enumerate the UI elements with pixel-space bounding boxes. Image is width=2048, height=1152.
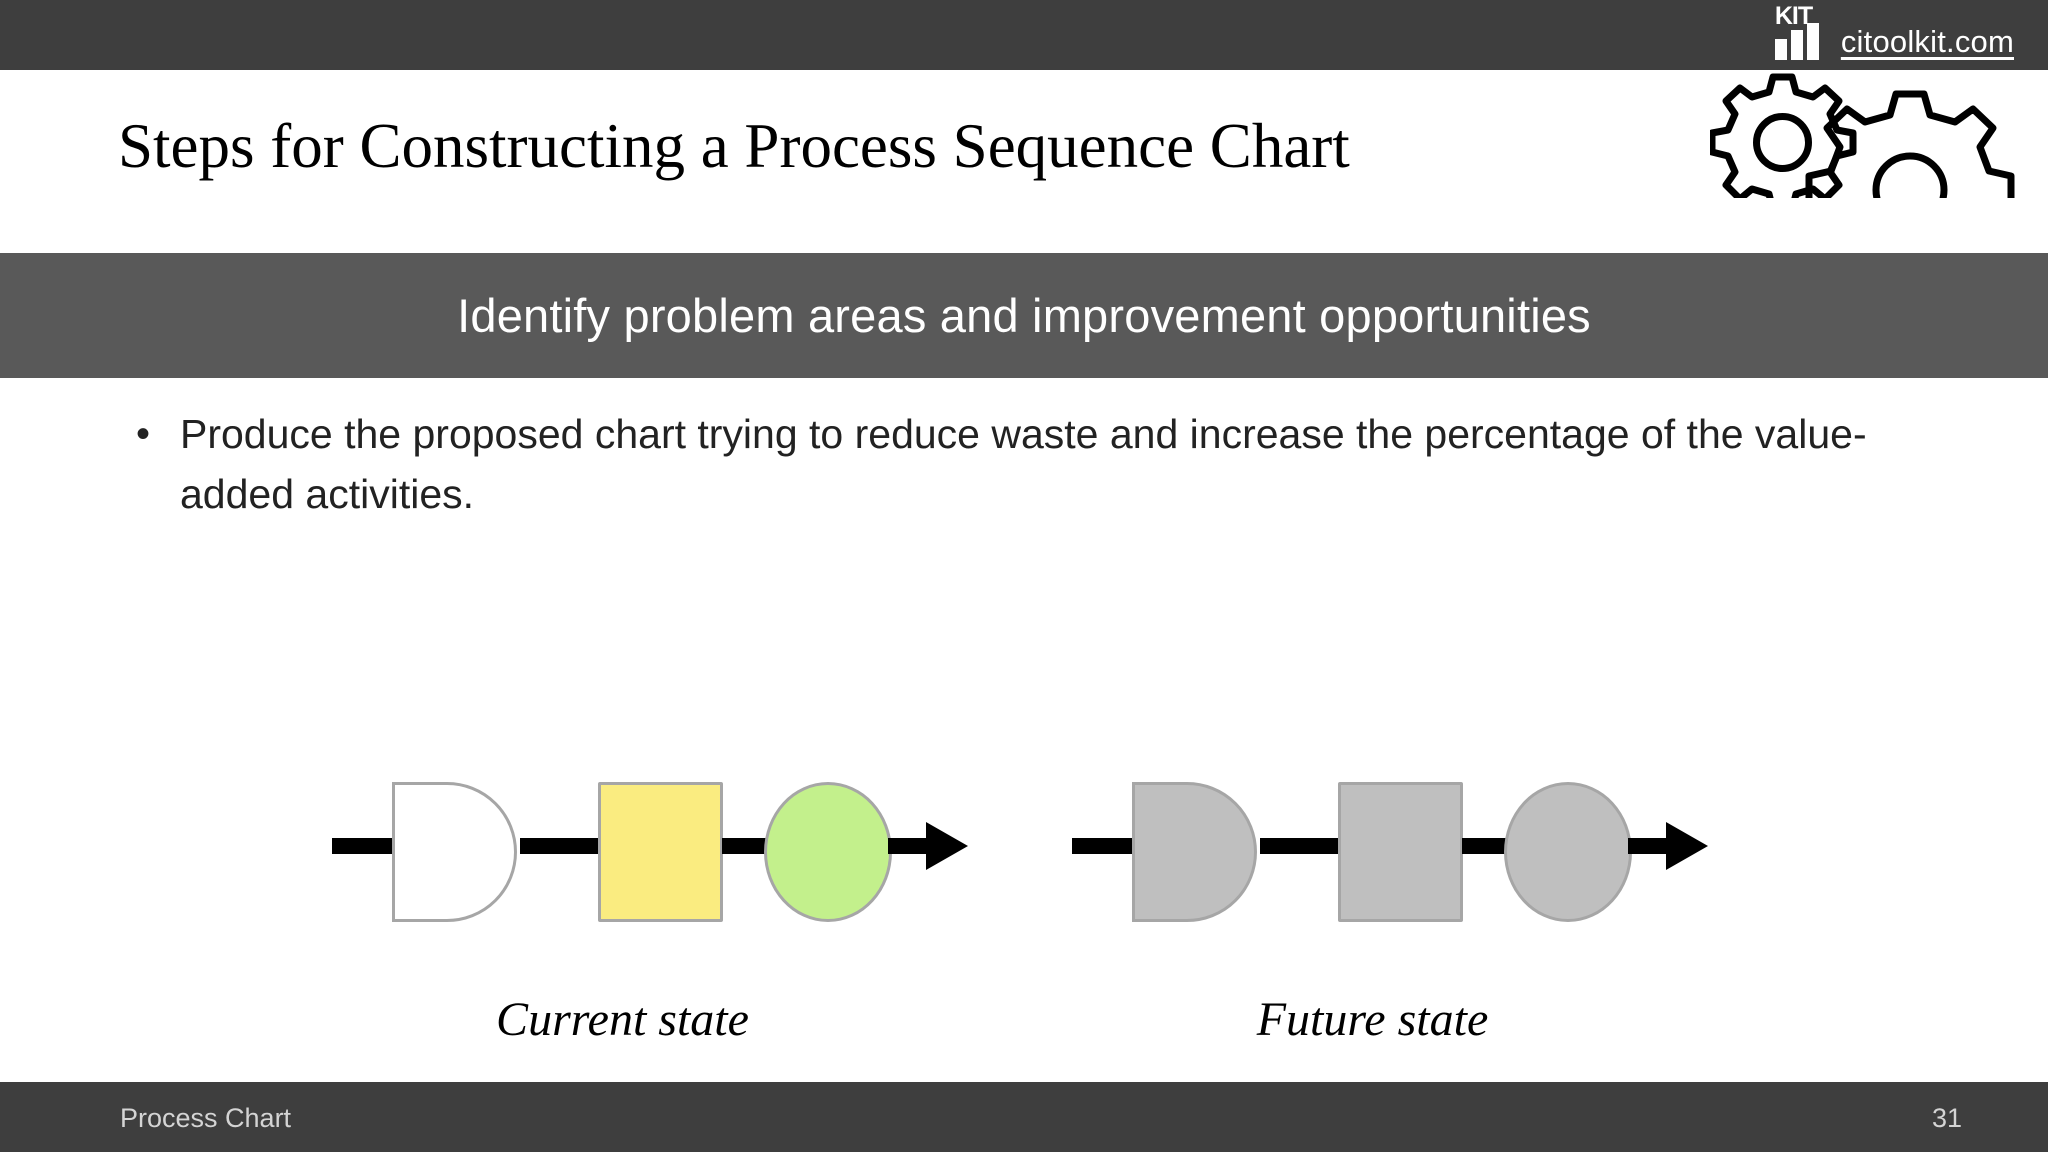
- bar-chart-logo-icon: [1774, 23, 1819, 60]
- connector-line: [722, 838, 772, 854]
- arrow-right-icon: [1666, 822, 1708, 870]
- body-content: • Produce the proposed chart trying to r…: [130, 404, 1930, 524]
- flow-future-state: [1072, 760, 1708, 940]
- operation-node[interactable]: [1132, 782, 1257, 922]
- connector-line: [1462, 838, 1512, 854]
- connector-line: [1260, 838, 1340, 854]
- bullet-text: Produce the proposed chart trying to red…: [180, 411, 1867, 517]
- flow-current-state: [332, 760, 968, 940]
- footer-label: Process Chart: [120, 1103, 292, 1133]
- process-node[interactable]: [1338, 782, 1463, 922]
- gears-icon: [1708, 70, 2040, 292]
- operation-node[interactable]: [392, 782, 517, 922]
- connector-line: [1072, 838, 1142, 854]
- caption-future-state: Future state: [1256, 993, 1489, 1046]
- kit-logo: KIT: [1774, 2, 1831, 64]
- page-title: Steps for Constructing a Process Sequenc…: [118, 111, 1350, 181]
- caption-current-state: Current state: [496, 993, 749, 1046]
- page-number: 31: [1931, 1103, 1962, 1133]
- subtitle-band: Identify problem areas and improvement o…: [0, 253, 2048, 378]
- connector-line: [520, 838, 600, 854]
- connector-line: [888, 838, 934, 854]
- citoolkit-link[interactable]: citoolkit.com: [1840, 24, 2014, 59]
- value-node[interactable]: [1504, 782, 1632, 922]
- process-sequence-diagram: Current state Future state: [0, 760, 2048, 1060]
- value-node[interactable]: [764, 782, 892, 922]
- connector-line: [332, 838, 402, 854]
- top-bar: KIT citoolkit.com: [0, 0, 2048, 70]
- bullet-marker: •: [135, 412, 150, 456]
- arrow-right-icon: [926, 822, 968, 870]
- brand-block: KIT citoolkit.com: [1774, 2, 2014, 64]
- process-node[interactable]: [598, 782, 723, 922]
- kit-logo-word: KIT: [1774, 2, 1813, 30]
- subtitle-text: Identify problem areas and improvement o…: [457, 289, 1591, 342]
- connector-line: [1628, 838, 1674, 854]
- footer-bar: Process Chart 31: [0, 1082, 2048, 1152]
